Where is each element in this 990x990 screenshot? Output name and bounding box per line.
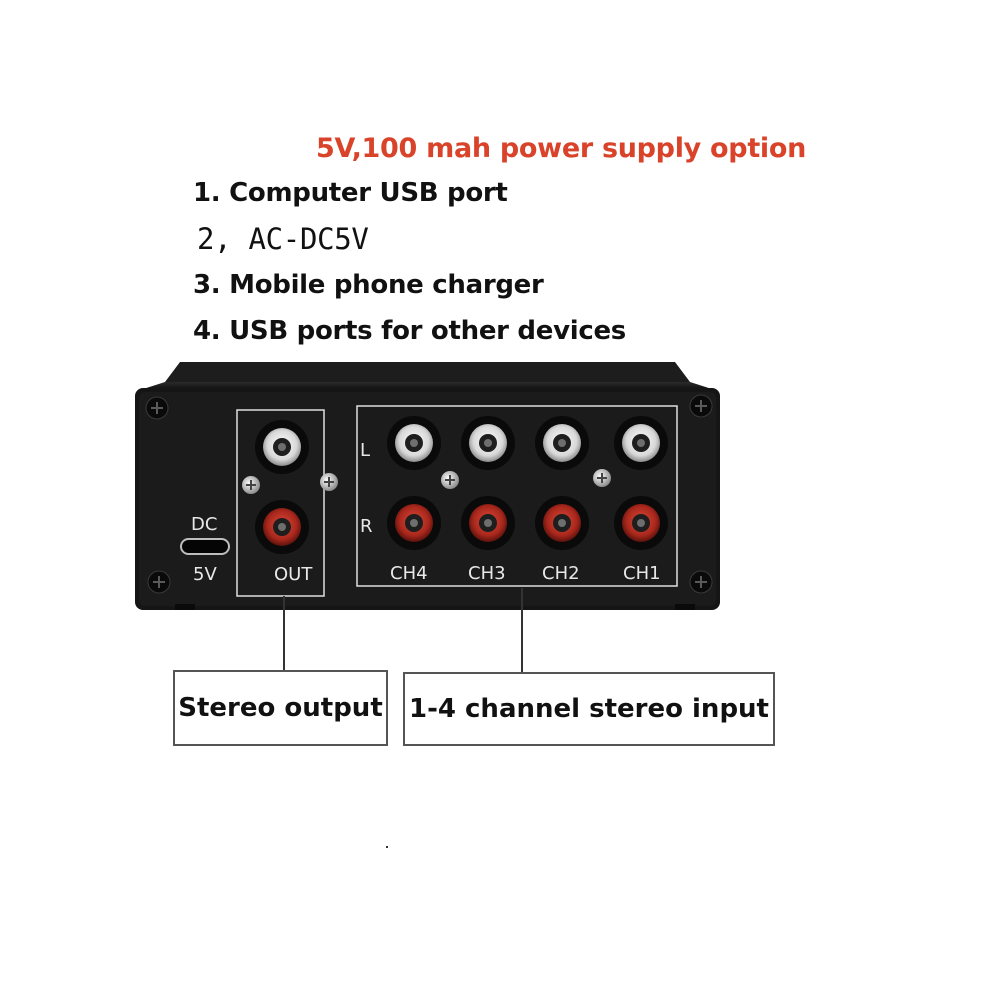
audio-switcher-device: DC 5V OUT L R	[135, 360, 720, 610]
out-jack-white	[255, 420, 309, 474]
in-jack-ch4-white	[387, 416, 441, 470]
volt-label: 5V	[193, 564, 217, 585]
option-other-usb: 4. USB ports for other devices	[193, 316, 626, 346]
stereo-output-callout: Stereo output	[173, 670, 388, 746]
output-frame	[236, 409, 325, 597]
out-jack-red	[255, 500, 309, 554]
stereo-input-callout: 1-4 channel stereo input	[403, 672, 775, 746]
option-phone-charger: 3. Mobile phone charger	[193, 270, 544, 300]
dc-label: DC	[191, 514, 217, 535]
channel-label-ch2: CH2	[542, 563, 580, 584]
input-frame	[356, 405, 678, 587]
callout-line-output	[283, 596, 285, 672]
in-jack-ch2-white	[535, 416, 589, 470]
in-jack-ch2-red	[535, 496, 589, 550]
corner-screw-tr	[689, 394, 713, 418]
foot-left	[175, 604, 195, 610]
channel-label-ch3: CH3	[468, 563, 506, 584]
device-back-panel: DC 5V OUT L R	[135, 362, 720, 610]
left-channel-label: L	[360, 440, 370, 461]
headline: 5V,100 mah power supply option	[316, 133, 807, 164]
right-channel-label: R	[360, 516, 373, 537]
in-jack-ch1-white	[614, 416, 668, 470]
channel-label-ch4: CH4	[390, 563, 428, 584]
option-computer-usb: 1. Computer USB port	[193, 178, 508, 208]
foot-right	[675, 604, 695, 610]
in-jack-ch1-red	[614, 496, 668, 550]
in-jack-ch3-red	[461, 496, 515, 550]
in-jack-ch4-red	[387, 496, 441, 550]
panel-screw-out-left	[242, 476, 260, 494]
option-ac-dc: 2, AC-DC5V	[197, 222, 369, 256]
panel-screw-in-right	[593, 469, 611, 487]
panel-screw-in-left	[441, 471, 459, 489]
panel-screw-out-right	[320, 473, 338, 491]
usb-c-port	[180, 538, 230, 555]
in-jack-ch3-white	[461, 416, 515, 470]
housing-top-far	[165, 362, 690, 382]
callout-line-input	[521, 588, 523, 672]
channel-label-ch1: CH1	[623, 563, 661, 584]
out-label: OUT	[274, 564, 313, 585]
corner-screw-br	[689, 570, 713, 594]
corner-screw-bl	[147, 570, 171, 594]
stray-dot	[386, 846, 388, 848]
corner-screw-tl	[145, 396, 169, 420]
